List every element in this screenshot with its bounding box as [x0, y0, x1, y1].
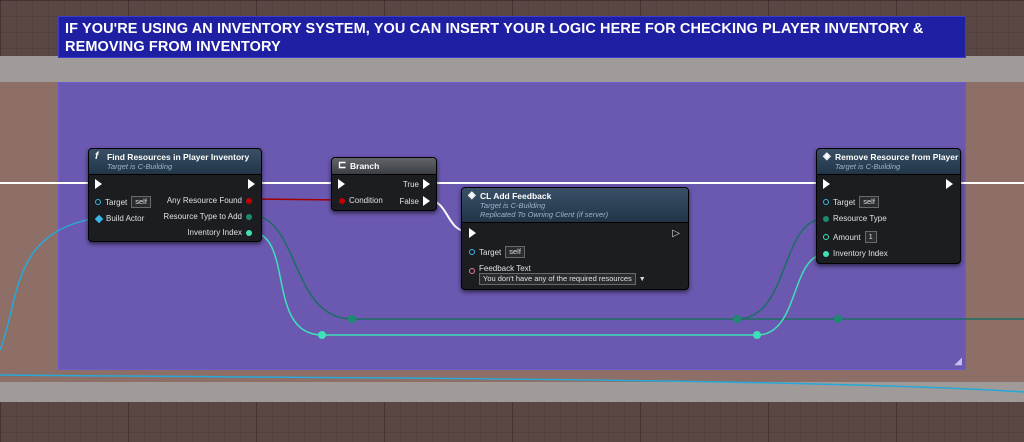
pin-label: Amount [833, 232, 861, 242]
object-wire-build-actor [0, 217, 98, 351]
pin-label: Inventory Index [833, 249, 888, 258]
any-resource-found-pin[interactable]: Any Resource Found [167, 196, 252, 205]
chevron-down-icon[interactable]: ▼ [638, 275, 646, 283]
target-value-box[interactable]: self [505, 246, 525, 258]
inventory-index-out-pin[interactable]: Inventory Index [187, 228, 252, 237]
exec-pin-icon [95, 179, 102, 189]
target-pin[interactable]: Target self [823, 196, 879, 208]
node-title: Branch [350, 161, 380, 171]
bool-pin-icon [339, 197, 345, 204]
target-value-box[interactable]: self [131, 196, 151, 208]
condition-pin[interactable]: Condition [339, 196, 383, 205]
pin-label: Target [479, 247, 502, 257]
resource-type-pin[interactable]: Resource Type [823, 214, 887, 223]
false-exec-pin[interactable]: False [399, 196, 430, 206]
parent-comment-header-band [0, 56, 1024, 82]
pin-label: Feedback Text [479, 264, 531, 273]
int-pin-icon [246, 229, 252, 236]
node-subtitle: Target is C-Building [107, 162, 173, 171]
exec-pin-hollow-icon: ▷ [672, 228, 680, 239]
node-cl-add-feedback[interactable]: ◈ CL Add Feedback Target is C-Building R… [461, 187, 689, 290]
inventory-index-in-pin[interactable]: Inventory Index [823, 249, 888, 258]
function-icon: f [95, 151, 99, 162]
node-subtitle: Target is C-Building [835, 162, 901, 171]
exec-in-pin[interactable] [469, 228, 476, 238]
bool-pin-icon [246, 197, 252, 204]
object-pin-icon [823, 199, 829, 205]
pin-label: Target [105, 197, 128, 207]
exec-out-pin[interactable] [946, 179, 953, 189]
exec-in-pin[interactable] [823, 179, 830, 189]
comment-title-line-2: REMOVING FROM INVENTORY [65, 39, 281, 55]
node-remove-resource-from-player[interactable]: ◈ Remove Resource from Player Target is … [816, 148, 961, 264]
function-icon: ◈ [823, 151, 831, 162]
pin-label: Condition [349, 196, 383, 205]
pin-label: Build Actor [106, 214, 145, 223]
object-pin-icon [469, 249, 475, 255]
bool-wire-found-to-condition [248, 198, 341, 201]
exec-in-pin[interactable] [338, 179, 345, 189]
exec-pin-icon [248, 179, 255, 189]
comment-box-title[interactable]: IF YOU'RE USING AN INVENTORY SYSTEM, YOU… [58, 16, 966, 58]
event-icon: ◈ [468, 190, 476, 201]
node-subtitle-replication: Replicated To Owning Client (if server) [480, 210, 609, 219]
exec-pin-icon [423, 179, 430, 189]
enum-pin-icon [823, 215, 829, 222]
comment-title-line-1: IF YOU'RE USING AN INVENTORY SYSTEM, YOU… [65, 21, 924, 37]
pin-label: Any Resource Found [166, 196, 242, 205]
exec-out-pin[interactable]: ▷ [672, 228, 680, 239]
node-title: CL Add Feedback [480, 191, 552, 201]
text-pin-icon [469, 268, 475, 274]
branch-icon: ⊏ [338, 160, 347, 171]
exec-out-pin[interactable] [248, 179, 255, 189]
int-pin-icon [823, 234, 829, 240]
build-actor-pin[interactable]: Build Actor [94, 214, 145, 223]
node-subtitle: Target is C-Building [480, 201, 546, 210]
exec-pin-icon [423, 196, 430, 206]
node-find-resources-in-player-inventory[interactable]: f Find Resources in Player Inventory Tar… [88, 148, 262, 242]
feedback-text-pin[interactable]: Feedback Text You don't have any of the … [469, 264, 646, 285]
comment-resize-handle-icon[interactable]: ◢ [954, 356, 962, 367]
amount-value-box[interactable]: 1 [864, 231, 877, 243]
node-branch[interactable]: ⊏ Branch Condition True False [331, 157, 437, 211]
node-title: Find Resources in Player Inventory [107, 152, 250, 162]
pin-label: Resource Type to Add [163, 212, 242, 221]
exec-pin-icon [338, 179, 345, 189]
object-pin-icon [94, 214, 104, 223]
object-wire-bottom [0, 374, 1024, 393]
exec-pin-icon [469, 228, 476, 238]
exec-pin-icon [946, 179, 953, 189]
object-pin-icon [95, 199, 101, 205]
exec-in-pin[interactable] [95, 179, 102, 189]
pin-label: Resource Type [833, 214, 887, 223]
target-pin[interactable]: Target self [469, 246, 525, 258]
node-title: Remove Resource from Player [835, 152, 959, 162]
int-pin-icon [823, 250, 829, 257]
amount-pin[interactable]: Amount 1 [823, 231, 877, 243]
target-value-box[interactable]: self [859, 196, 879, 208]
feedback-text-value-box[interactable]: You don't have any of the required resou… [479, 273, 636, 285]
resource-type-to-add-pin[interactable]: Resource Type to Add [163, 212, 252, 221]
parent-comment-footer-band [0, 382, 1024, 402]
enum-pin-icon [246, 213, 252, 220]
target-pin[interactable]: Target self [95, 196, 151, 208]
pin-label: Inventory Index [187, 228, 242, 237]
pin-label: False [399, 196, 419, 206]
true-exec-pin[interactable]: True [403, 179, 430, 189]
pin-label: Target [833, 197, 856, 207]
pin-label: True [402, 179, 419, 189]
exec-pin-icon [823, 179, 830, 189]
enum-wire-resource-type [249, 214, 825, 320]
